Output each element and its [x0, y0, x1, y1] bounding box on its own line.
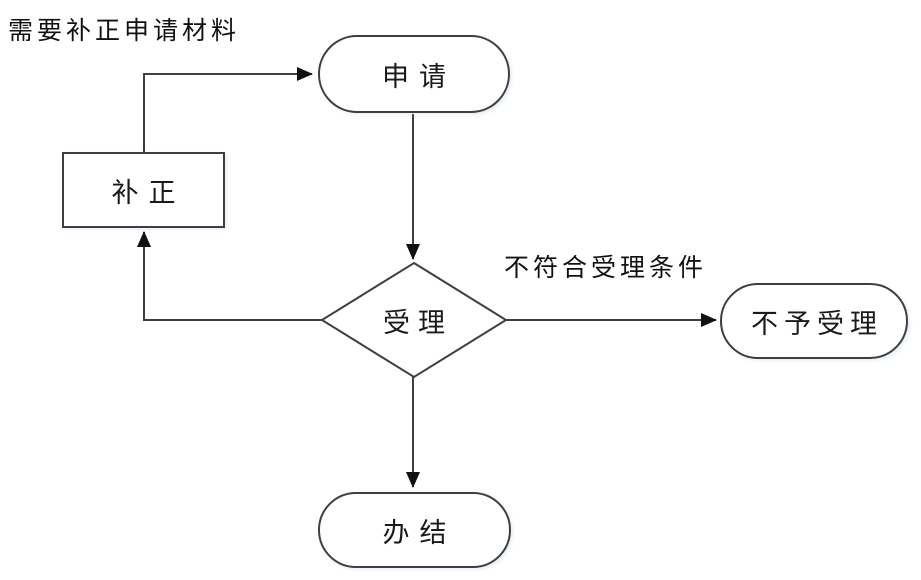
- edge-supplement-to-apply: [143, 67, 313, 152]
- node-complete: 办结: [318, 492, 511, 568]
- decision-diamond-shape: [320, 261, 508, 379]
- node-apply: 申请: [318, 35, 510, 113]
- node-reject-label: 不予受理: [751, 308, 883, 339]
- node-supplement: 补正: [62, 152, 225, 228]
- node-reject: 不予受理: [720, 283, 908, 359]
- annotation-supplement-note: 需要补正申请材料: [8, 18, 241, 45]
- annotation-reject-note: 不符合受理条件: [504, 255, 708, 282]
- node-accept: 受理: [353, 292, 475, 348]
- node-complete-label: 办结: [382, 517, 457, 548]
- edge-accept-to-supplement: [137, 231, 322, 321]
- node-accept-label: 受理: [383, 307, 453, 338]
- node-apply-label: 申请: [382, 61, 456, 92]
- node-supplement-label: 补正: [111, 177, 186, 208]
